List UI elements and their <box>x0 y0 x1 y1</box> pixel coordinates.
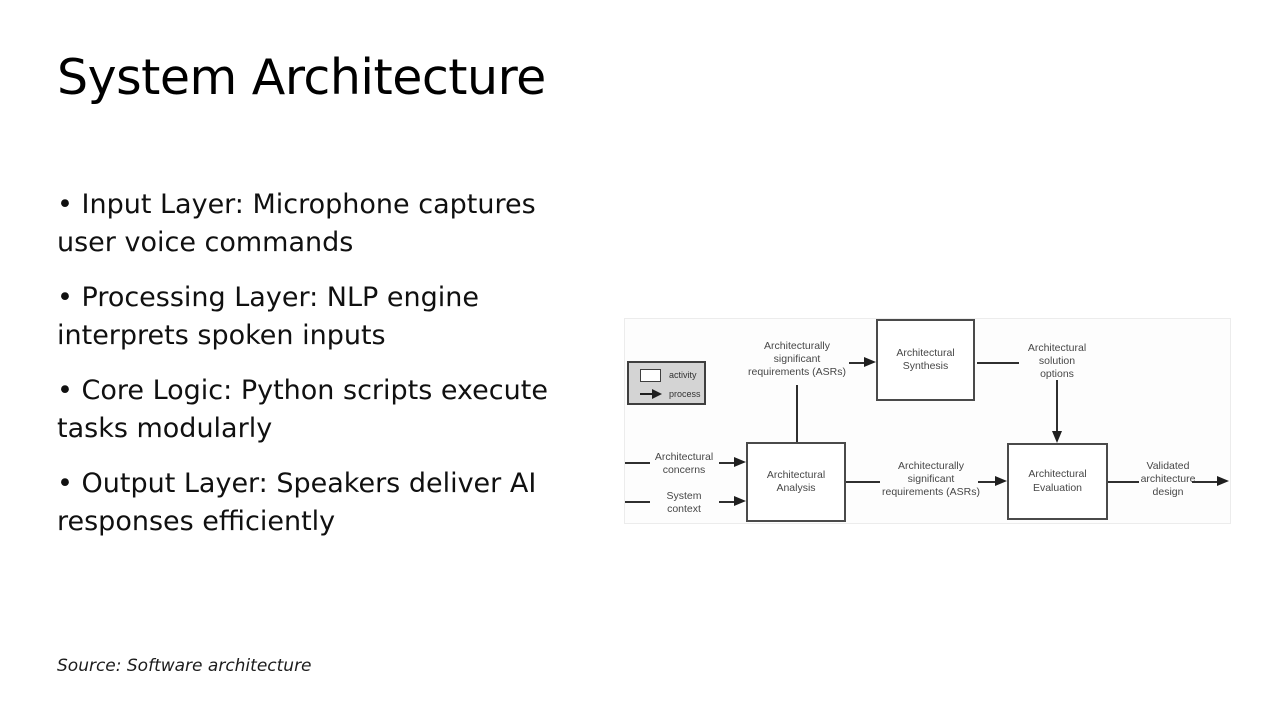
arrow-right-icon <box>734 457 746 467</box>
connector-line <box>625 462 650 464</box>
label-architectural-concerns: Architectural concerns <box>654 451 714 476</box>
connector-line <box>796 385 798 442</box>
arrow-right-icon <box>995 476 1007 486</box>
label-validated-design: Validated architecture design <box>1140 460 1196 498</box>
connector-line <box>978 481 995 483</box>
connector-line <box>846 481 880 483</box>
label-solution-options: Architectural solution options <box>1027 342 1087 380</box>
source-caption: Source: Software architecture <box>57 656 312 676</box>
arrow-down-icon <box>1052 431 1062 443</box>
arrow-right-icon <box>864 357 876 367</box>
connector-line <box>1192 481 1217 483</box>
bullet-item-output-layer: • Output Layer: Speakers deliver AI resp… <box>57 468 537 537</box>
activity-box-icon <box>640 369 661 382</box>
connector-line <box>719 501 734 503</box>
label-system-context: System context <box>666 490 702 515</box>
process-arrow-icon <box>640 393 653 395</box>
connector-line <box>719 462 734 464</box>
evaluation-box: Architectural Evaluation <box>1007 443 1108 520</box>
bullet-item-core-logic: • Core Logic: Python scripts execute tas… <box>57 375 548 444</box>
label-asr-mid: Architecturally significant requirements… <box>881 460 981 498</box>
analysis-box: Architectural Analysis <box>746 442 846 522</box>
connector-line <box>849 362 864 364</box>
diagram-legend: activity process <box>627 361 706 405</box>
legend-process-label: process <box>669 389 701 399</box>
connector-line <box>1108 481 1139 483</box>
arrow-right-icon <box>1217 476 1229 486</box>
connector-line <box>977 362 1019 364</box>
architecture-diagram: activity process Architecturally signifi… <box>624 318 1231 524</box>
bullet-item-processing-layer: • Processing Layer: NLP engine interpret… <box>57 282 479 351</box>
bullet-list: • Input Layer: Microphone captures user … <box>57 186 617 558</box>
legend-activity-label: activity <box>669 370 697 380</box>
connector-line <box>1056 380 1058 431</box>
process-arrowhead-icon <box>652 389 662 399</box>
synthesis-box: Architectural Synthesis <box>876 319 975 401</box>
arrow-right-icon <box>734 496 746 506</box>
bullet-item-input-layer: • Input Layer: Microphone captures user … <box>57 189 536 258</box>
page-title: System Architecture <box>57 49 546 106</box>
label-asr-top: Architecturally significant requirements… <box>747 340 847 378</box>
connector-line <box>625 501 650 503</box>
